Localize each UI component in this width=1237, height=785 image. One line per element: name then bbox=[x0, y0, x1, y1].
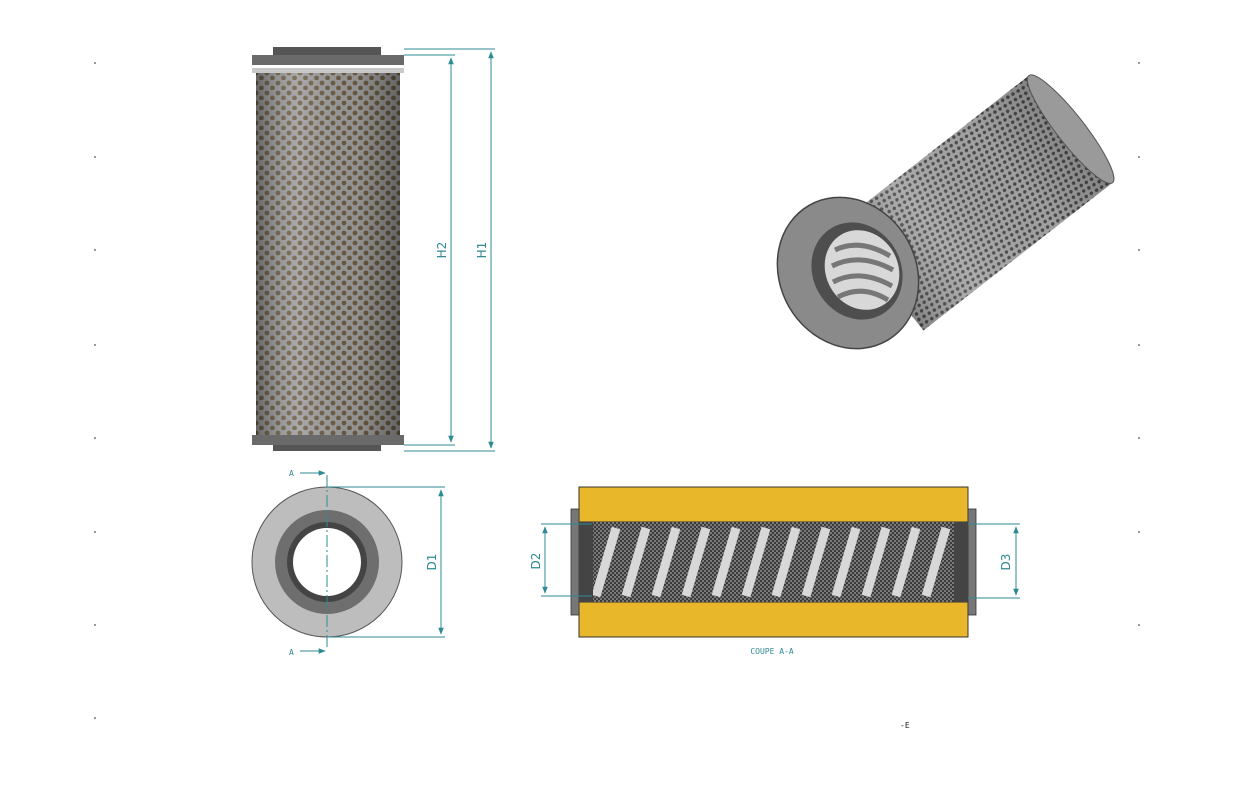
end-view bbox=[251, 475, 403, 650]
section-caption: COUPE A-A bbox=[750, 647, 794, 656]
section-mark-bottom: A bbox=[289, 648, 294, 657]
diameter-d2-d3-dimensions bbox=[541, 523, 1020, 599]
dim-label-d2: D2 bbox=[529, 553, 543, 570]
section-spiral bbox=[591, 526, 951, 598]
border-ticks bbox=[94, 62, 1140, 719]
isometric-view bbox=[776, 74, 1115, 350]
dim-label-d1: D1 bbox=[425, 554, 439, 571]
top-end-cap bbox=[252, 55, 404, 65]
top-cap-boss bbox=[273, 47, 381, 55]
section-view bbox=[570, 486, 977, 638]
section-bottom-wall bbox=[578, 601, 969, 638]
diameter-d1-dimension bbox=[327, 486, 445, 638]
front-view bbox=[252, 47, 404, 451]
dim-label-h1: H1 bbox=[475, 242, 489, 259]
corner-mark: -E bbox=[900, 721, 910, 730]
bottom-end-cap bbox=[252, 435, 404, 445]
dim-label-h2: H2 bbox=[435, 242, 449, 259]
section-top-wall bbox=[578, 486, 969, 523]
section-mark-top: A bbox=[289, 469, 294, 478]
dim-label-d3: D3 bbox=[999, 554, 1013, 571]
height-dimensions bbox=[404, 48, 495, 452]
iso-inner-spring bbox=[830, 242, 895, 303]
section-marks bbox=[300, 470, 326, 654]
